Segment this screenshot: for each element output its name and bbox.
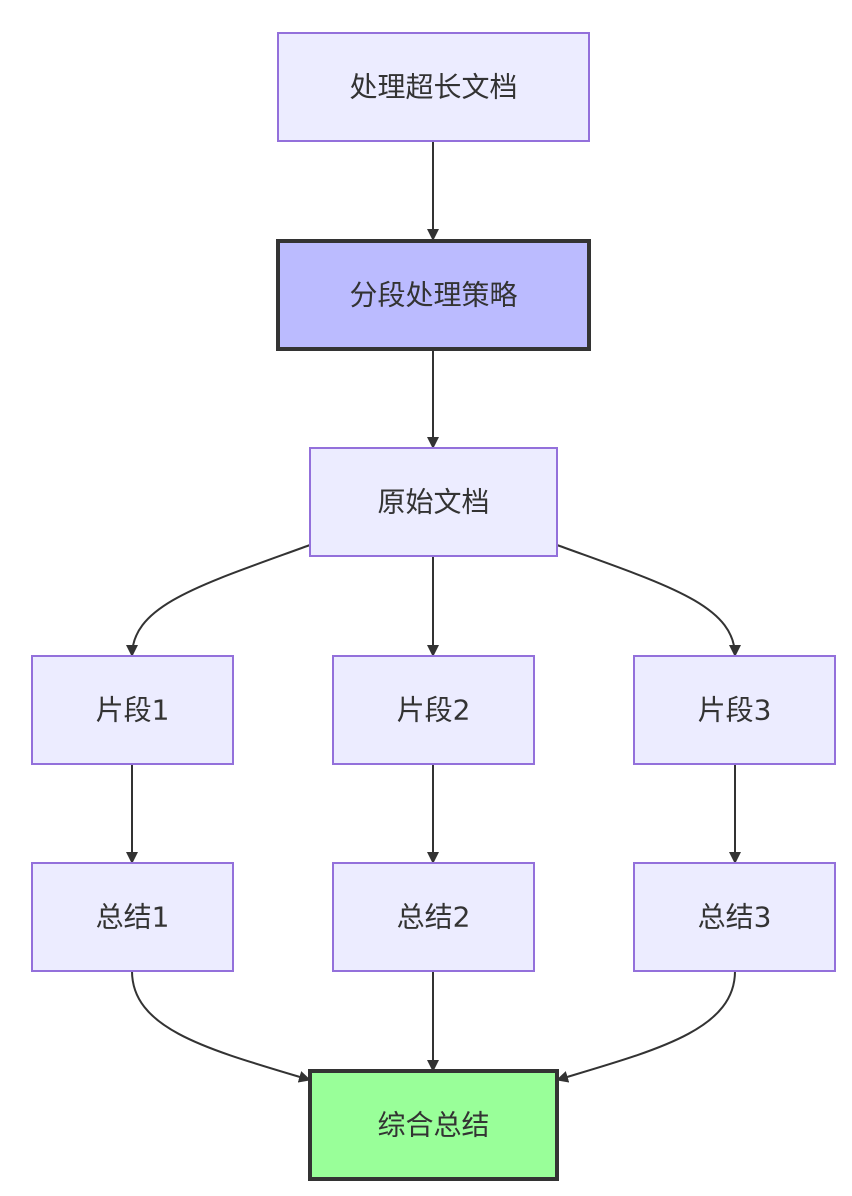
node-original-doc-box <box>309 447 558 557</box>
node-segment-strategy-label: 分段处理策略 <box>349 279 517 312</box>
node-summary-1-label: 总结1 <box>96 901 170 934</box>
node-fragment-3: 片段3 <box>633 655 836 765</box>
node-final-summary: 综合总结 <box>308 1069 559 1181</box>
edges <box>126 141 741 1083</box>
node-process-long-doc-box <box>277 32 590 142</box>
node-summary-2-label: 总结2 <box>397 901 471 934</box>
node-fragment-2-box <box>332 655 535 765</box>
node-fragment-2-label: 片段2 <box>397 694 471 727</box>
node-fragment-3-label: 片段3 <box>698 694 772 727</box>
edge-original-to-fragment1 <box>126 544 311 657</box>
node-summary-3-box <box>633 862 836 972</box>
node-summary-1: 总结1 <box>31 862 234 972</box>
node-process-long-doc-label: 处理超长文档 <box>349 71 517 104</box>
node-fragment-1-box <box>31 655 234 765</box>
node-summary-2: 总结2 <box>332 862 535 972</box>
edge-original-to-fragment3 <box>556 544 741 657</box>
node-final-summary-label: 综合总结 <box>377 1109 489 1142</box>
node-process-long-doc: 处理超长文档 <box>277 32 590 142</box>
node-summary-3-label: 总结3 <box>698 901 772 934</box>
node-segment-strategy: 分段处理策略 <box>276 239 591 351</box>
edge-summary3-to-final <box>556 970 736 1083</box>
node-fragment-3-box <box>633 655 836 765</box>
edge-summary1-to-final <box>131 970 311 1083</box>
node-summary-1-box <box>31 862 234 972</box>
node-original-doc: 原始文档 <box>309 447 558 557</box>
node-fragment-1-label: 片段1 <box>96 694 170 727</box>
node-summary-2-box <box>332 862 535 972</box>
node-final-summary-box <box>308 1069 559 1181</box>
node-summary-3: 总结3 <box>633 862 836 972</box>
node-segment-strategy-box <box>276 239 591 351</box>
node-fragment-1: 片段1 <box>31 655 234 765</box>
node-fragment-2: 片段2 <box>332 655 535 765</box>
node-original-doc-label: 原始文档 <box>377 486 489 519</box>
